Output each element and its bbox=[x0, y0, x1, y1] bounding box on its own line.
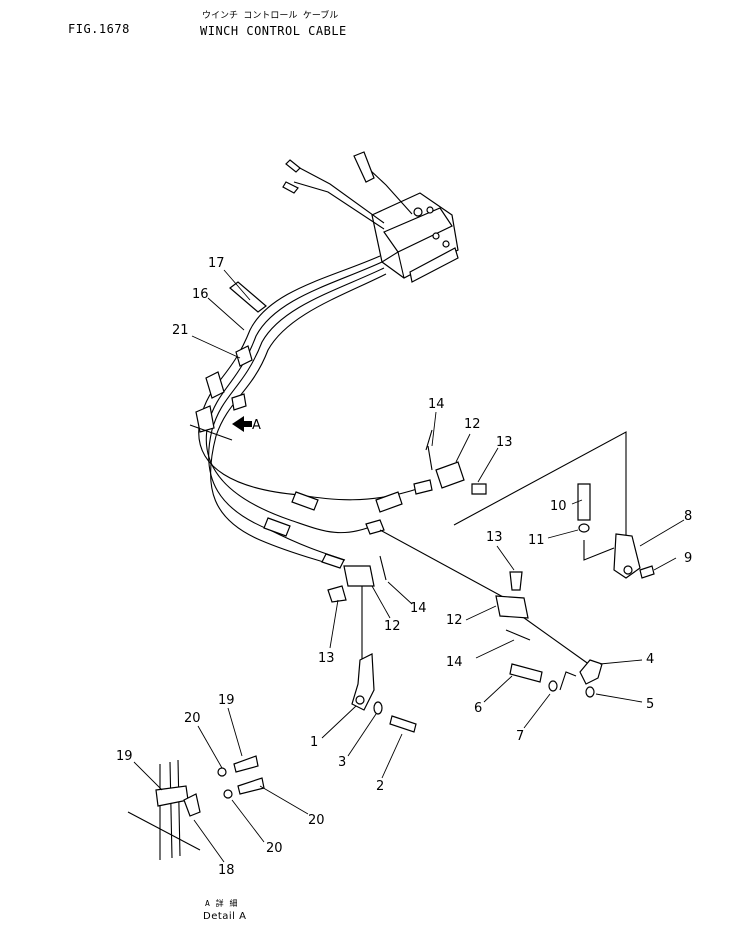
callout-19-upper: 19 bbox=[218, 693, 235, 708]
callout-11: 11 bbox=[528, 533, 545, 548]
callout-4: 4 bbox=[646, 652, 654, 667]
callout-14-right: 14 bbox=[446, 655, 463, 670]
callout-13-left: 13 bbox=[318, 651, 335, 666]
callout-19-lower: 20 bbox=[308, 813, 325, 828]
detail-a-view bbox=[127, 755, 265, 860]
callout-3: 3 bbox=[338, 755, 346, 770]
callout-14-middle: 14 bbox=[410, 601, 427, 616]
callout-21: 21 bbox=[172, 323, 189, 338]
callout-8: 8 bbox=[684, 509, 692, 524]
callout-12-top: 12 bbox=[464, 417, 481, 432]
callout-15: 16 bbox=[192, 287, 209, 302]
callout-13-right: 13 bbox=[486, 530, 503, 545]
lever-1-assembly bbox=[351, 653, 417, 733]
callout-13-top: 13 bbox=[496, 435, 513, 450]
callout-labels: 17 16 21 14 12 13 10 11 8 9 13 14 12 13 … bbox=[116, 256, 692, 878]
callout-7: 7 bbox=[516, 729, 524, 744]
lever-8-assembly bbox=[453, 431, 655, 579]
callout-14-top: 14 bbox=[428, 397, 445, 412]
yoke-upper bbox=[425, 429, 487, 495]
cable-bundle: A bbox=[189, 255, 591, 666]
callout-2: 2 bbox=[376, 779, 384, 794]
leader-lines bbox=[133, 269, 685, 863]
callout-5: 5 bbox=[646, 697, 654, 712]
callout-20-upper: 20 bbox=[184, 711, 201, 726]
callout-12-right: 12 bbox=[446, 613, 463, 628]
yoke-middle bbox=[327, 555, 387, 660]
control-lever-box bbox=[282, 151, 459, 283]
callout-6: 6 bbox=[474, 701, 482, 716]
callout-18: 19 bbox=[116, 749, 133, 764]
view-a-marker: A bbox=[252, 418, 261, 433]
figure-number: FIG.1678 bbox=[68, 22, 130, 36]
callout-1: 1 bbox=[310, 735, 318, 750]
callout-10: 10 bbox=[550, 499, 567, 514]
callout-9: 9 bbox=[684, 551, 692, 566]
detail-caption-japanese: A 詳 細 bbox=[205, 899, 238, 908]
detail-caption-english: Detail A bbox=[203, 911, 247, 922]
title-japanese: ウインチ コントロール ケーブル bbox=[202, 11, 339, 21]
callout-12-middle: 12 bbox=[384, 619, 401, 634]
lever-4-assembly bbox=[509, 659, 603, 698]
callout-20-lower: 20 bbox=[266, 841, 283, 856]
callout-16: 17 bbox=[208, 256, 225, 271]
title-english: WINCH CONTROL CABLE bbox=[200, 24, 347, 38]
callout-17: 18 bbox=[218, 863, 235, 878]
yoke-right bbox=[495, 571, 531, 641]
